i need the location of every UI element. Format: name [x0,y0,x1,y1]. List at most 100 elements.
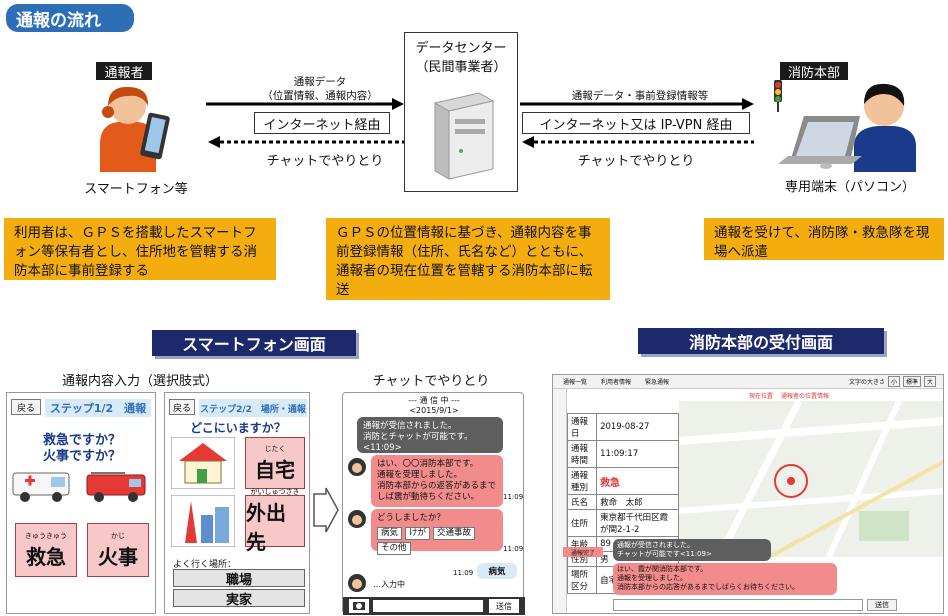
field-value: 11:09:17 [596,440,679,468]
right-chat-label: チャットでやりとり [577,154,695,169]
back-button[interactable]: 戻る [169,399,195,415]
table-row: 氏名救命 太郎 [566,494,679,510]
frequent-places-label: よく行く場所： [173,560,237,570]
city-icon [171,495,235,547]
phone1-screen: 戻る ステップ1/2 通報 救急ですか？ 火事ですか？ きゅうきゅう 救急 かじ… [6,392,156,614]
table-row: 住所東京都千代田区霞が関2-1-2 [566,509,679,537]
left-arrows [206,98,404,148]
option-illness-button[interactable]: 病気 [377,527,403,540]
chat-date: <2015/9/1> [409,406,459,415]
question-location: どこにいますか？ [190,421,286,435]
back-button[interactable]: 戻る [11,399,41,415]
menu-user-info[interactable]: 利用者情報 [601,379,632,386]
field-value: 2019-08-27 [596,413,679,441]
field-label: 住所 [566,509,598,537]
step-indicator: ステップ2/2 場所・通報 [199,399,307,417]
firefighter-avatar-icon [348,458,366,476]
hq-label: 消防本部 [780,62,848,81]
chat-time: 11:09 [503,493,524,501]
right-network-label: インターネット又は IP-VPN 経由 [522,112,750,134]
field-label: 通報種別 [566,467,598,495]
left-data-label: 通報データ [293,76,347,88]
outside-ruby: がいしゅつさき [250,488,300,496]
right-arrows [520,98,754,148]
ambulance-icon [12,472,70,502]
chat-question-bubble: どうしましたか？ 病気 けが 交通事故 その他 [371,509,503,555]
table-row: 通報種別救急 [566,467,679,495]
home-label: 自宅 [255,457,295,482]
field-value: 救急 [596,467,679,495]
chat-status: --- 通 信 中 --- [408,396,460,405]
note-caller: 利用者は、ＧＰＳを搭載したスマートフォン等保有者とし、住所地を管轄する消防本部に… [4,218,276,280]
legend-current-position: 現在位置 [749,393,774,400]
step-indicator: ステップ1/2 通報 [45,399,151,417]
fire-label: 火事 [98,544,138,569]
caller-icon [100,86,170,172]
hq-send-button[interactable]: 送信 [867,599,897,611]
map-legend: 現在位置 通報者の位置情報 [749,391,829,400]
hq-device: 専用端末（パソコン） [784,180,915,195]
complete-button[interactable]: 通報完了 [563,547,603,557]
user-reply: 病気 [477,563,517,579]
fire-button[interactable]: かじ 火事 [87,523,149,577]
datacenter-subtitle: （民間事業者） [415,60,507,75]
font-size-label: 文字の大きさ [849,379,886,386]
field-label: 通報時間 [566,440,598,468]
map-view[interactable] [679,401,944,557]
option-traffic-button[interactable]: 交通事故 [433,527,476,540]
home-button[interactable]: じたく 自宅 [245,437,305,489]
chat-input-bar: 送信 [343,597,525,615]
place-workplace-button[interactable]: 職場 [173,569,305,588]
option-injury-button[interactable]: けが [405,527,431,540]
legend-caller-position: 通報者の位置情報 [781,393,830,400]
fire-truck-icon [86,472,146,502]
caller-label: 通報者 [96,62,152,81]
phone3-caption: チャットでやりとり [372,374,490,389]
note-hq: 通報を受けて、消防隊・救急隊を現場へ派遣 [704,218,944,260]
ambulance-button[interactable]: きゅうきゅう 救急 [15,523,77,577]
right-data-label: 通報データ・事前登録情報等 [571,90,709,102]
send-button[interactable]: 送信 [489,599,519,613]
phone3-screen: --- 通 信 中 --- <2015/9/1> 通報が受信されました。 消防と… [342,392,525,615]
question-ambulance: 救急ですか？ [42,433,121,448]
hq-chat-input[interactable] [613,599,863,611]
chat-hq-message: はい、〇〇消防本部です。 通報を受理しました。 消防本部からの返答があるまでしば… [371,455,503,507]
font-large-button[interactable]: 大 [924,376,937,387]
ambulance-ruby: きゅうきゅう [25,531,67,540]
firefighter-avatar-icon [348,574,366,592]
hq-screen: 通報一覧 利用者情報 緊急通報 文字の大きさ 小 標準 大 現在位置 通報者の位… [552,374,944,614]
font-standard-button[interactable]: 標準 [903,376,922,387]
hq-operator-icon [774,80,916,172]
datacenter-name: データセンター [415,41,507,56]
phone2-screen: 戻る ステップ2/2 場所・通報 どこにいますか？ じたく 自宅 がいしゅつさき… [164,392,310,614]
left-data-sublabel: （位置情報、通報内容） [262,90,378,102]
field-value: 救命 太郎 [596,494,679,510]
ambulance-label: 救急 [26,544,66,569]
field-value: 東京都千代田区霞が関2-1-2 [596,509,679,537]
option-other-button[interactable]: その他 [377,542,411,555]
question-fire: 火事ですか？ [42,449,121,464]
firefighter-avatar-icon [348,510,366,528]
menu-call-list[interactable]: 通報一覧 [563,379,588,386]
camera-icon[interactable] [349,599,369,613]
menu-emergency[interactable]: 緊急通報 [645,379,670,386]
page-title: 通報の流れ [6,4,134,32]
outside-button[interactable]: がいしゅつさき 外出先 [245,488,305,554]
field-label: 通報日 [566,413,598,441]
datacenter-box: データセンター （民間事業者） [404,32,518,192]
left-chat-label: チャットでやりとり [266,154,384,169]
chat-time: 11:09 [503,545,524,553]
font-small-button[interactable]: 小 [888,376,901,387]
section-hq-screen: 消防本部の受付画面 [638,328,884,354]
typing-indicator: …入力中 [373,580,405,589]
hq-chat-system-message: 通報が受信されました。 チャットが可能です<11:09> [613,539,771,561]
note-datacenter: ＧＰＳの位置情報に基づき、通報内容を事前登録情報（住所、氏名など）とともに、通報… [326,218,610,300]
hq-chat-response: はい、霞が関消防本部です。 通報を受理しました。 消防本部からの応答があるまでし… [613,563,837,595]
section-smartphone: スマートフォン画面 [152,330,356,356]
fire-ruby: かじ [111,531,125,540]
reply-time: 11:09 [453,569,474,577]
chat-input[interactable] [373,600,483,612]
place-parents-home-button[interactable]: 実家 [173,589,305,608]
